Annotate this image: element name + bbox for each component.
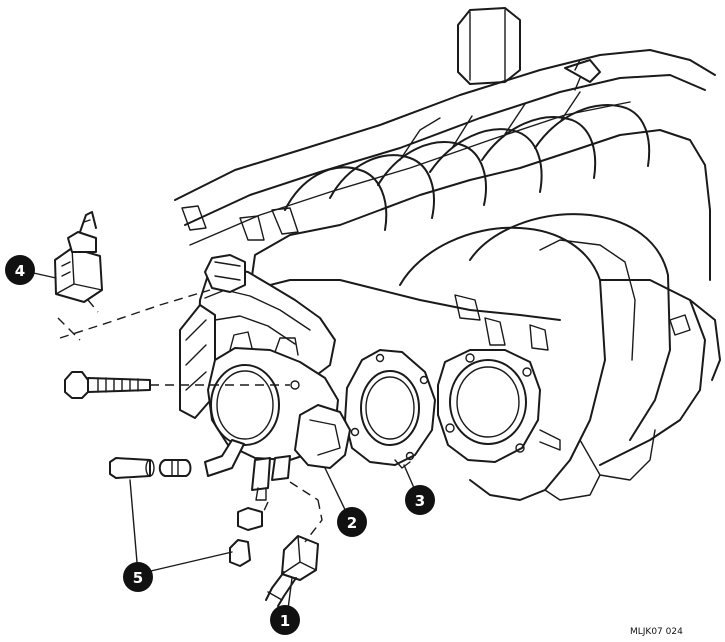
throttle-body [179, 254, 351, 501]
electrical-connector [265, 535, 319, 607]
throttle-body-gasket [344, 349, 436, 469]
sensor-component [54, 211, 103, 303]
figure-reference-code: MLJK07 024 [630, 627, 683, 637]
callout-1: 1 [270, 605, 300, 635]
intake-manifold [174, 7, 721, 501]
hoses-and-clamps [109, 457, 263, 567]
callout-1-label: 1 [280, 612, 290, 630]
callout-3: 3 [405, 485, 435, 515]
callout-2-label: 2 [347, 514, 357, 532]
callout-5-label: 5 [133, 569, 143, 587]
callout-3-label: 3 [415, 492, 425, 510]
callout-5: 5 [123, 562, 153, 592]
assembly-guide-lines [57, 289, 323, 543]
callout-4-label: 4 [15, 262, 25, 280]
mounting-bolt [64, 371, 151, 399]
callout-4: 4 [5, 255, 35, 285]
callout-2: 2 [337, 507, 367, 537]
